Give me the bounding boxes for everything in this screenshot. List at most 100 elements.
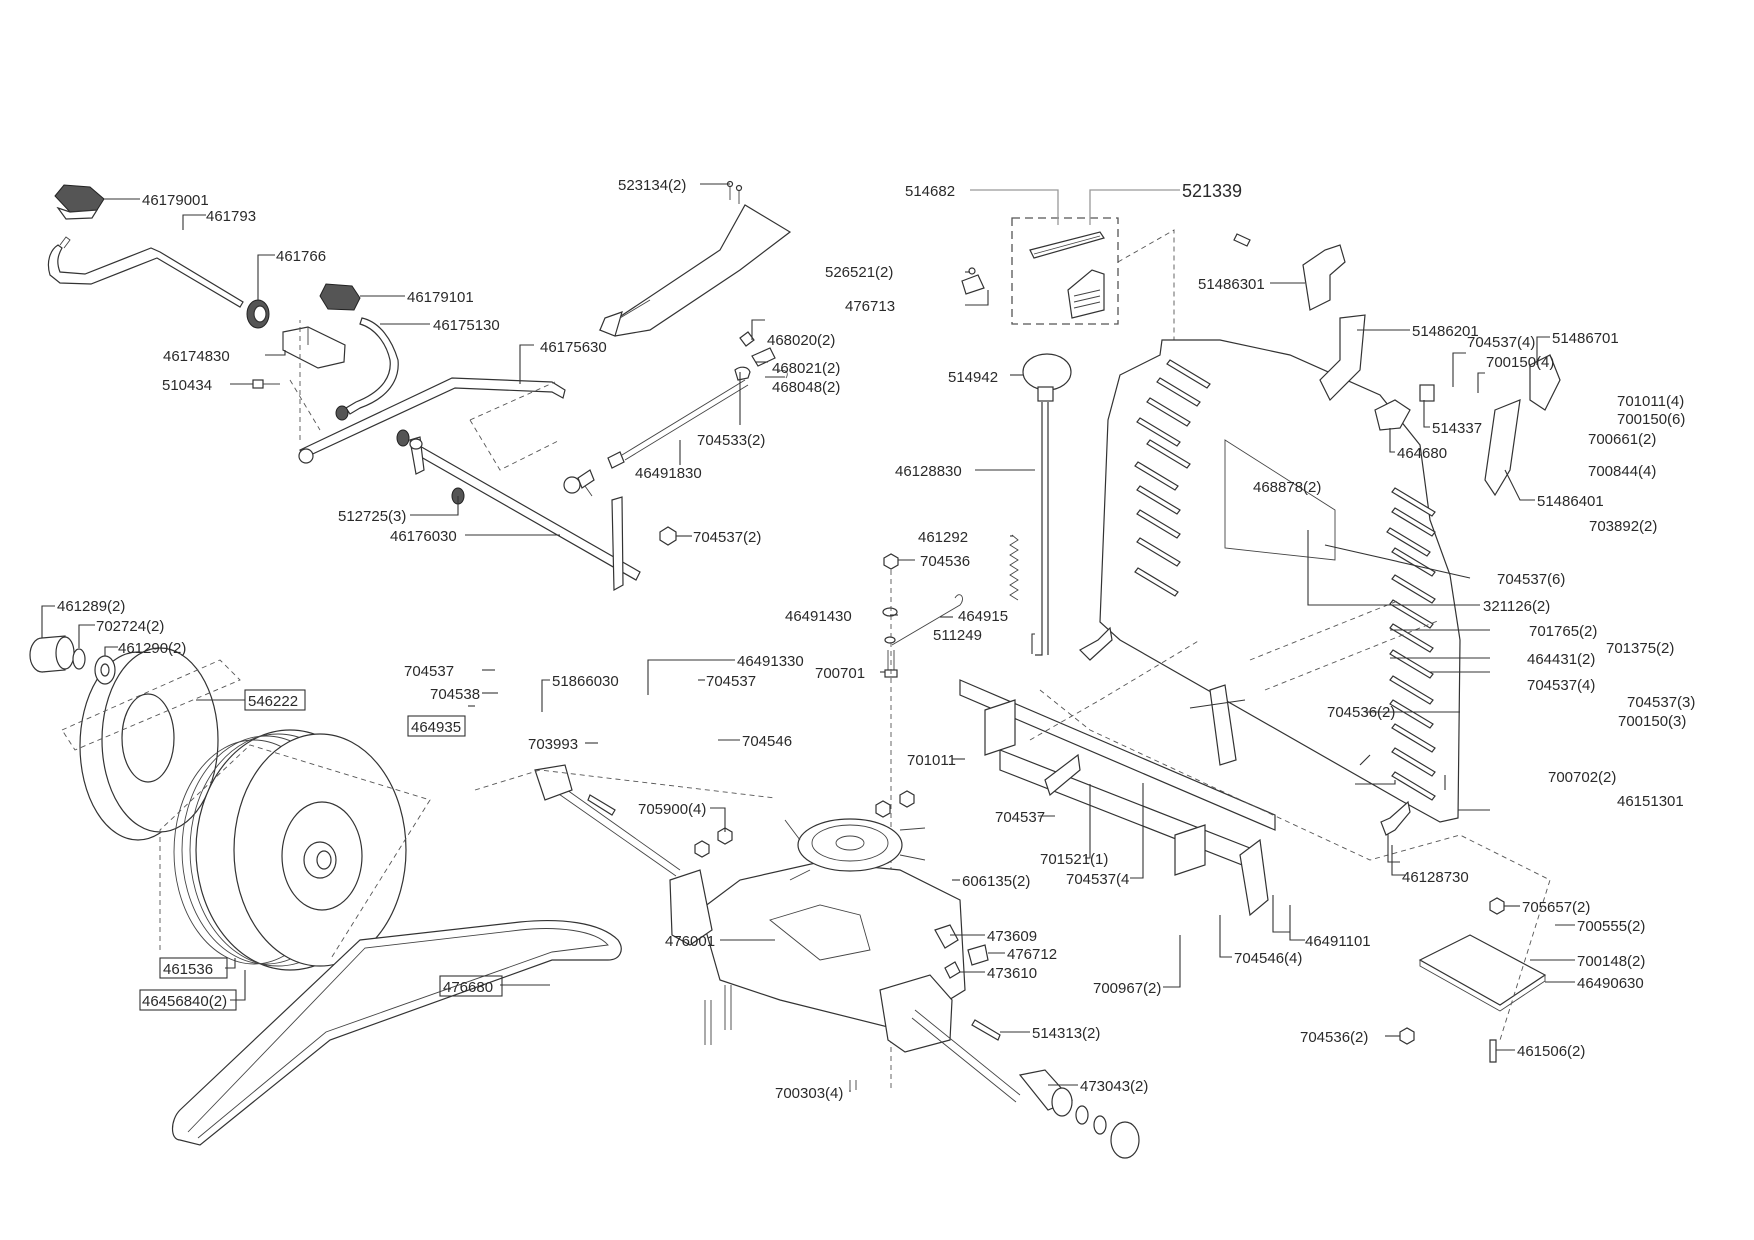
shaft-46175630 — [298, 377, 566, 464]
bushing-461766 — [246, 299, 270, 329]
part-label[interactable]: 468048(2) — [772, 379, 840, 396]
part-label[interactable]: 473610 — [987, 965, 1037, 982]
part-label[interactable]: 511249 — [933, 627, 982, 644]
part-label[interactable]: 46490630 — [1577, 975, 1644, 992]
part-label[interactable]: 514942 — [948, 369, 998, 386]
part-label[interactable]: 700702(2) — [1548, 769, 1616, 786]
vent-slot — [1166, 359, 1211, 389]
part-label[interactable]: 46179001 — [142, 192, 209, 209]
part-label[interactable]: 700555(2) — [1577, 918, 1645, 935]
part-label[interactable]: 700303(4) — [775, 1085, 843, 1102]
part-label[interactable]: 701521(1) — [1040, 851, 1108, 868]
part-label[interactable]: 704537 — [706, 673, 756, 690]
part-label[interactable]: 473043(2) — [1080, 1078, 1148, 1095]
rod-464915 — [882, 594, 963, 646]
part-label[interactable]: 46491330 — [737, 653, 804, 670]
part-label[interactable]: 510434 — [162, 377, 212, 394]
part-label[interactable]: 704537 — [995, 809, 1045, 826]
vent-slot — [1136, 417, 1181, 447]
part-label[interactable]: 468021(2) — [772, 360, 840, 377]
part-label[interactable]: 46456840(2) — [142, 993, 227, 1010]
part-label[interactable]: 704537 — [404, 663, 454, 680]
part-label[interactable]: 461766 — [276, 248, 326, 265]
part-label[interactable]: 473609 — [987, 928, 1037, 945]
part-label[interactable]: 461506(2) — [1517, 1043, 1585, 1060]
part-label[interactable]: 705657(2) — [1522, 899, 1590, 916]
part-label[interactable]: 476680 — [443, 979, 493, 996]
part-label[interactable]: 476001 — [665, 933, 715, 950]
part-label[interactable]: 702724(2) — [96, 618, 164, 635]
part-label[interactable]: 700661(2) — [1588, 431, 1656, 448]
part-label[interactable]: 704537(2) — [693, 529, 761, 546]
part-label[interactable]: 523134(2) — [618, 177, 686, 194]
part-label[interactable]: 461536 — [163, 961, 213, 978]
part-label[interactable]: 514337 — [1432, 420, 1482, 437]
part-label[interactable]: 704537(4 — [1066, 871, 1129, 888]
part-label[interactable]: 700150(4) — [1486, 354, 1554, 371]
part-label[interactable]: 700150(6) — [1617, 411, 1685, 428]
part-label[interactable]: 606135(2) — [962, 873, 1030, 890]
part-label[interactable]: 461289(2) — [57, 598, 125, 615]
part-label[interactable]: 704537(3) — [1627, 694, 1695, 711]
part-label[interactable]: 468878(2) — [1253, 479, 1321, 496]
part-label[interactable]: 704537(4) — [1527, 677, 1595, 694]
part-label[interactable]: 700844(4) — [1588, 463, 1656, 480]
part-label[interactable]: 468020(2) — [767, 332, 835, 349]
part-label[interactable]: 700150(3) — [1618, 713, 1686, 730]
part-label[interactable]: 700701 — [815, 665, 865, 682]
part-label[interactable]: 46128830 — [895, 463, 962, 480]
part-label[interactable]: 461793 — [206, 208, 256, 225]
part-label[interactable]: 546222 — [248, 693, 298, 710]
part-label[interactable]: 46179101 — [407, 289, 474, 306]
part-label[interactable]: 704533(2) — [697, 432, 765, 449]
part-label[interactable]: 46491101 — [1305, 933, 1371, 950]
part-label[interactable]: 703892(2) — [1589, 518, 1657, 535]
part-label[interactable]: 704537(6) — [1497, 571, 1565, 588]
part-label[interactable]: 476712 — [1007, 946, 1057, 963]
assembly-label-521339[interactable]: 521339 — [1182, 181, 1242, 201]
part-label[interactable]: 701011(4) — [1617, 393, 1684, 410]
part-label[interactable]: 704536 — [920, 553, 970, 570]
part-label[interactable]: 46151301 — [1617, 793, 1684, 810]
bolt-510434 — [252, 379, 280, 389]
part-label[interactable]: 46491830 — [635, 465, 702, 482]
part-label[interactable]: 461290(2) — [118, 640, 186, 657]
part-label[interactable]: 512725(3) — [338, 508, 406, 525]
part-label[interactable]: 46174830 — [163, 348, 230, 365]
part-label[interactable]: 51866030 — [552, 673, 619, 690]
part-label[interactable]: 464915 — [958, 608, 1008, 625]
part-label[interactable]: 705900(4) — [638, 801, 706, 818]
part-label[interactable]: 46128730 — [1402, 869, 1469, 886]
part-label[interactable]: 464431(2) — [1527, 651, 1595, 668]
part-label[interactable]: 51486301 — [1198, 276, 1265, 293]
part-label[interactable]: 464680 — [1397, 445, 1447, 462]
knob-514942 — [1022, 353, 1072, 656]
part-label[interactable]: 704546(4) — [1234, 950, 1302, 967]
part-label[interactable]: 701375(2) — [1606, 640, 1674, 657]
part-label[interactable]: 51486201 — [1412, 323, 1479, 340]
part-label[interactable]: 704546 — [742, 733, 792, 750]
part-label[interactable]: 704538 — [430, 686, 480, 703]
pin-top — [1233, 233, 1251, 247]
part-label[interactable]: 514313(2) — [1032, 1025, 1100, 1042]
part-label[interactable]: 526521(2) — [825, 264, 893, 281]
part-label[interactable]: 514682 — [905, 183, 955, 200]
part-label[interactable]: 46175130 — [433, 317, 500, 334]
part-label[interactable]: 461292 — [918, 529, 968, 546]
part-label[interactable]: 704536(2) — [1327, 704, 1395, 721]
part-label[interactable]: 704537(4) — [1467, 334, 1535, 351]
part-label[interactable]: 46175630 — [540, 339, 607, 356]
part-label[interactable]: 46491430 — [785, 608, 852, 625]
part-label[interactable]: 704536(2) — [1300, 1029, 1368, 1046]
part-label[interactable]: 701011 — [907, 752, 956, 769]
part-label[interactable]: 51486401 — [1537, 493, 1604, 510]
part-label[interactable]: 46176030 — [390, 528, 457, 545]
part-label[interactable]: 321126(2) — [1483, 598, 1550, 615]
part-label[interactable]: 51486701 — [1552, 330, 1619, 347]
part-label[interactable]: 464935 — [411, 719, 461, 736]
part-label[interactable]: 701765(2) — [1529, 623, 1597, 640]
part-label[interactable]: 700148(2) — [1577, 953, 1645, 970]
part-label[interactable]: 703993 — [528, 736, 578, 753]
part-label[interactable]: 700967(2) — [1093, 980, 1161, 997]
part-label[interactable]: 476713 — [845, 298, 895, 315]
